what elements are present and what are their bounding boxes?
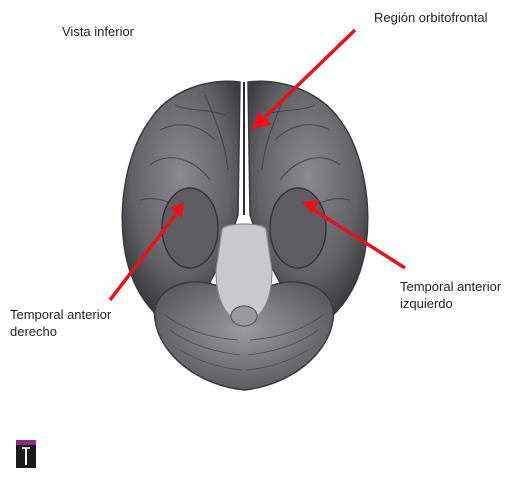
right-temporal-lobe	[162, 188, 218, 268]
left-temporal-lobe	[270, 188, 326, 268]
left-temporal-label: Temporal anterior izquierdo	[400, 278, 501, 312]
view-label: Vista inferior	[62, 23, 134, 40]
left-temporal-label-line2: izquierdo	[400, 295, 501, 312]
text-cursor-icon	[16, 440, 36, 468]
right-temporal-label-line2: derecho	[10, 323, 111, 340]
right-temporal-label: Temporal anterior derecho	[10, 306, 111, 340]
left-temporal-label-line1: Temporal anterior	[400, 278, 501, 295]
orbitofrontal-label: Región orbitofrontal	[374, 9, 487, 26]
right-temporal-label-line1: Temporal anterior	[10, 306, 111, 323]
medulla-cut	[231, 306, 257, 326]
